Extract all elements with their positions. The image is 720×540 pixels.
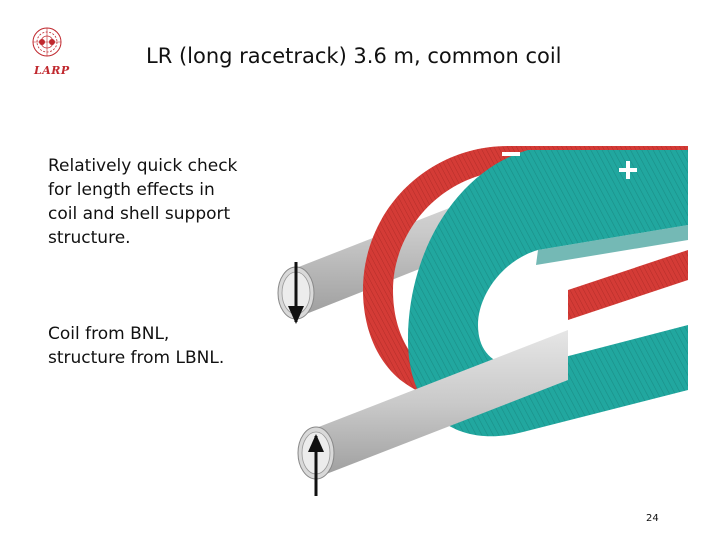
common-coil-diagram — [268, 140, 688, 500]
arrow-up-icon — [308, 434, 324, 496]
minus-sign-top — [502, 152, 520, 156]
teal-coil — [408, 150, 688, 437]
paragraph-length-check: Relatively quick check for length effect… — [48, 156, 238, 248]
larp-emblem-icon — [32, 27, 62, 57]
minus-sign-bottom — [619, 321, 637, 325]
paragraph-coil-origin: Coil from BNL, structure from LBNL. — [48, 324, 225, 368]
arrow-down-icon — [288, 262, 304, 324]
plus-sign-middle — [576, 264, 594, 282]
logo-text: LARP — [34, 64, 70, 77]
slide-title: LR (long racetrack) 3.6 m, common coil — [146, 44, 562, 68]
red-coil — [363, 146, 688, 398]
plus-sign-top — [619, 161, 637, 179]
page-number: 24 — [646, 513, 659, 524]
larp-logo: LARP — [22, 26, 72, 84]
lower-beam-pipe — [297, 330, 568, 480]
